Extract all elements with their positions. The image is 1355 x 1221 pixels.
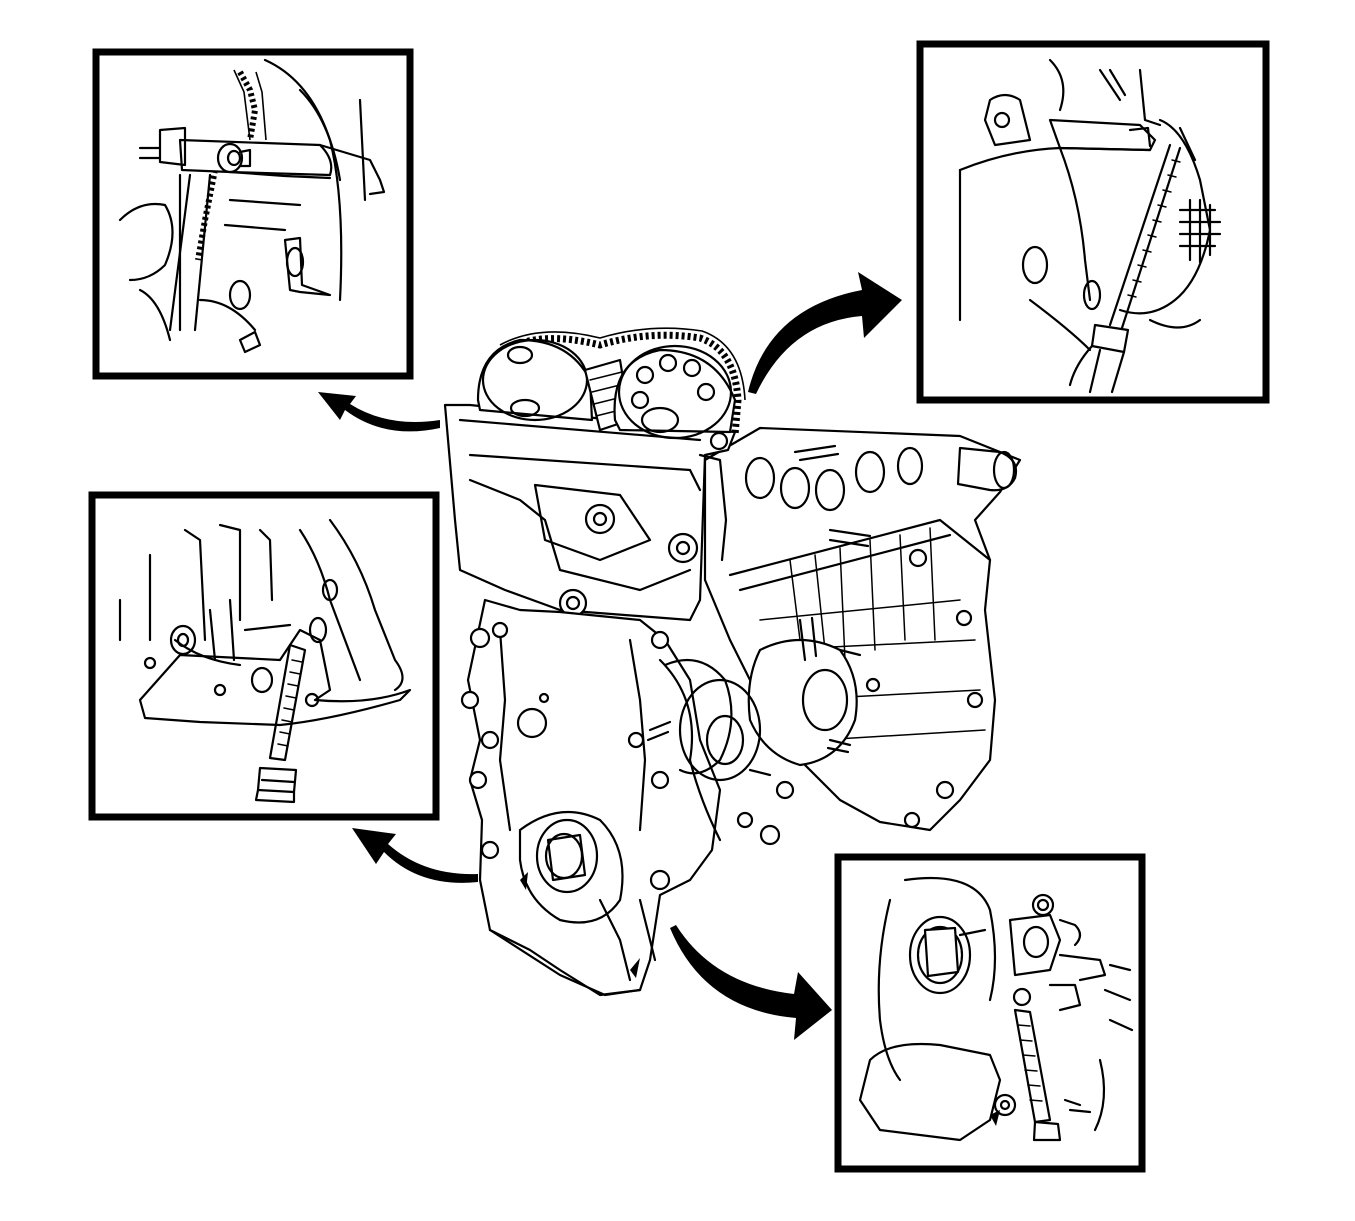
arrows xyxy=(318,272,902,1040)
engine-block xyxy=(703,426,1022,832)
engine-assembly xyxy=(443,327,1022,997)
arrow-to-top-right-detail xyxy=(748,272,902,394)
detail-bottom-right-drawing xyxy=(858,876,1134,1142)
detail-top-right xyxy=(916,40,1270,404)
detail-top-right-drawing xyxy=(958,58,1222,394)
detail-top-left-drawing xyxy=(118,58,386,354)
timing-sprockets xyxy=(476,327,746,440)
arrow-to-middle-left-detail xyxy=(352,828,478,883)
detail-middle-left-drawing xyxy=(118,518,412,804)
detail-middle-left xyxy=(88,491,440,821)
arrow-to-top-left-detail xyxy=(318,392,440,432)
arrow-to-bottom-right-detail xyxy=(670,925,832,1040)
detail-bottom-right xyxy=(834,853,1146,1173)
lower-timing-cover xyxy=(460,598,795,997)
cam-housing xyxy=(443,403,737,622)
detail-top-left xyxy=(92,48,414,380)
